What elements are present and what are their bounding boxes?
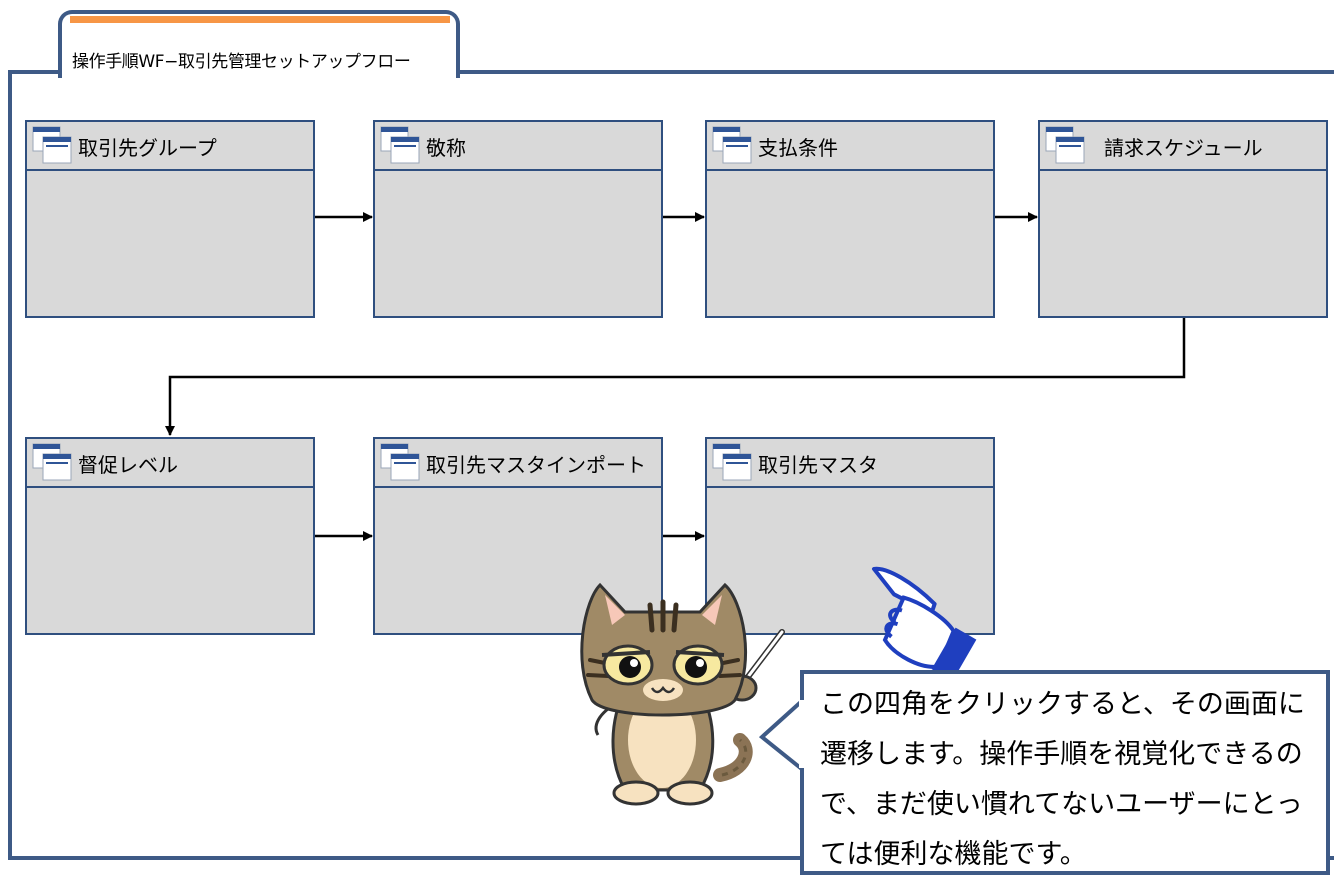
node-header [707,122,993,171]
window-icon [32,126,72,164]
window-icon [380,443,420,481]
node-header [1040,122,1326,171]
tab-accent [70,16,450,23]
window-icon [1045,126,1085,164]
node-label: 請求スケジュール [1104,136,1263,160]
callout-box [800,670,1330,875]
flow-node-honorific[interactable]: 敬称 [373,120,663,318]
node-header [27,439,313,488]
flow-title: 操作手順WF−取引先管理セットアップフロー [72,52,411,72]
window-icon [380,126,420,164]
node-label: 敬称 [426,136,466,160]
node-label: 取引先マスタインポート [426,453,646,477]
node-header [27,122,313,171]
flow-node-dunning-level[interactable]: 督促レベル [25,437,315,635]
window-icon [712,126,752,164]
connector-4-5 [165,318,1186,436]
node-label: 取引先マスタ [758,453,878,477]
node-label: 取引先グループ [78,136,217,160]
node-label: 支払条件 [758,136,838,160]
flow-node-partner-master[interactable]: 取引先マスタ [705,437,995,635]
window-icon [712,443,752,481]
flow-frame [8,70,1334,860]
node-header [707,439,993,488]
node-label: 督促レベル [78,453,178,477]
flow-node-payment-terms[interactable]: 支払条件 [705,120,995,318]
callout-text: この四角をクリックすると、その画面に遷移します。操作手順を視覚化できるので、まだ… [820,689,1305,870]
node-header [375,122,661,171]
flow-node-billing-schedule[interactable]: 請求スケジュール [1038,120,1328,318]
window-icon [32,443,72,481]
node-header [375,439,661,488]
flow-node-partner-group[interactable]: 取引先グループ [25,120,315,318]
